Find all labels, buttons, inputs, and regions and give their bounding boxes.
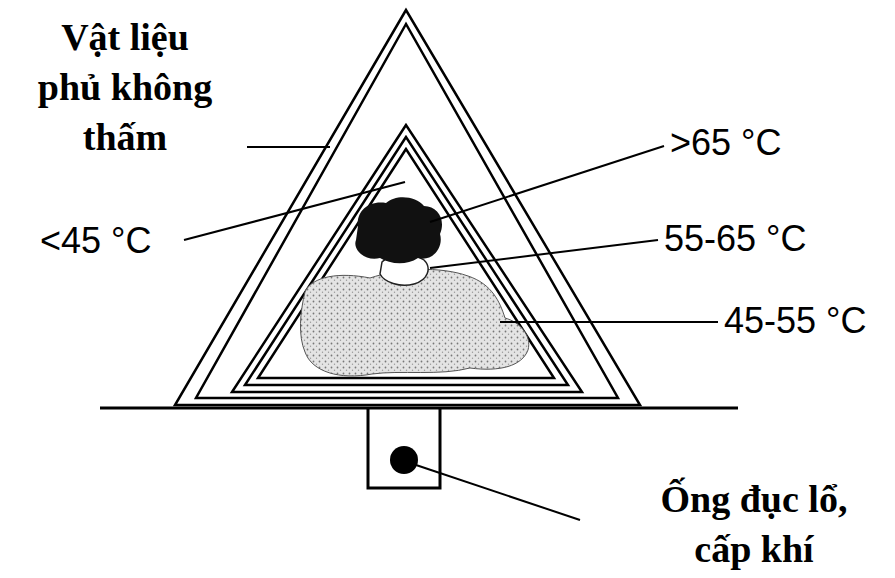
pipe-label: Ống đục lổ, cấp khí xyxy=(628,474,880,574)
cover-inner-outline xyxy=(196,24,618,398)
leader-line xyxy=(430,240,658,268)
cover-label: Vật liệu phủ không thấm xyxy=(25,12,225,162)
leader-line xyxy=(430,146,664,222)
cover-outline xyxy=(175,10,640,405)
leader-line xyxy=(247,146,330,148)
leader-line xyxy=(416,465,580,520)
pile-outline xyxy=(232,125,582,392)
temperature-label: <45 °C xyxy=(40,220,151,262)
perforated-pipe xyxy=(390,446,418,474)
leader-line xyxy=(184,182,405,240)
zone-over-65 xyxy=(355,197,442,263)
zone-45-55 xyxy=(300,269,528,376)
ground-line xyxy=(100,407,738,410)
temperature-label: 45-55 °C xyxy=(724,300,866,342)
aeration-trench xyxy=(368,408,440,488)
leader-line xyxy=(500,321,718,323)
temperature-label: 55-65 °C xyxy=(664,218,806,260)
temperature-label: >65 °C xyxy=(670,122,781,164)
pile-core-outline xyxy=(258,149,554,378)
pile-inner-outline xyxy=(245,137,568,385)
